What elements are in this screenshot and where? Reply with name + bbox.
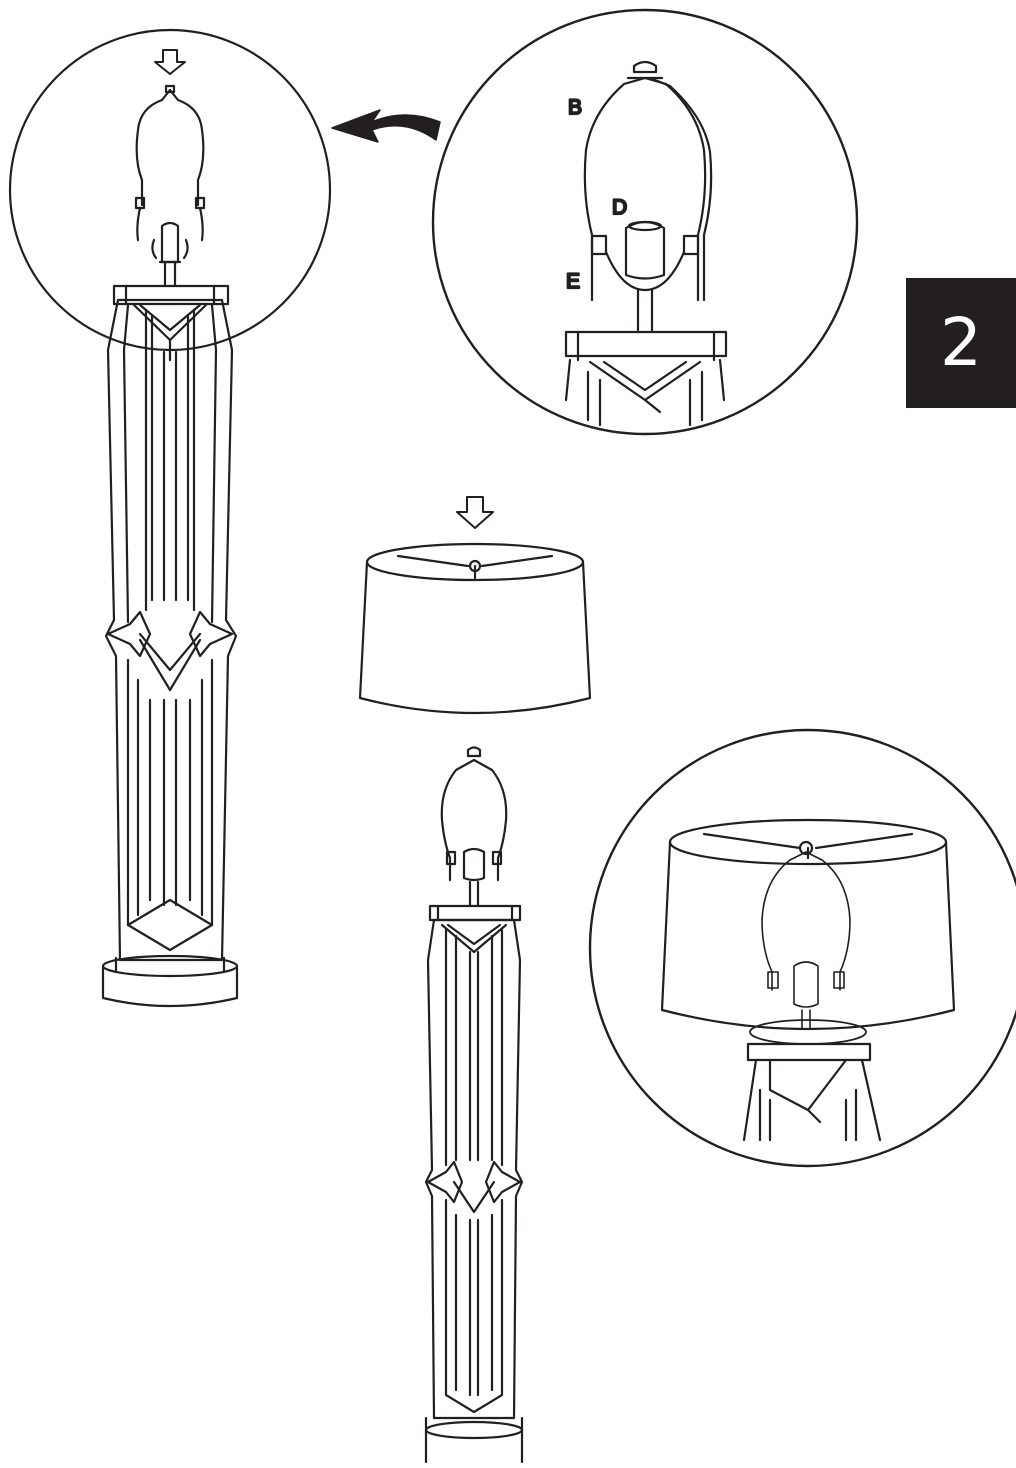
down-arrow-icon <box>456 496 494 529</box>
down-arrow-icon <box>154 49 186 75</box>
label-d: D <box>612 196 627 219</box>
curved-arrow-icon <box>331 109 441 143</box>
detail-shade-zoom <box>588 728 1016 1168</box>
label-b: B <box>568 96 582 119</box>
step-number: 2 <box>940 304 982 381</box>
detail-harp-zoom <box>431 8 859 436</box>
lamp-shade <box>358 542 592 715</box>
label-e: E <box>566 270 580 293</box>
step-number-badge: 2 <box>906 278 1016 408</box>
detail-circle-left <box>8 28 332 352</box>
lamp-base-center <box>424 746 524 1464</box>
lamp-base-left <box>101 84 239 1008</box>
